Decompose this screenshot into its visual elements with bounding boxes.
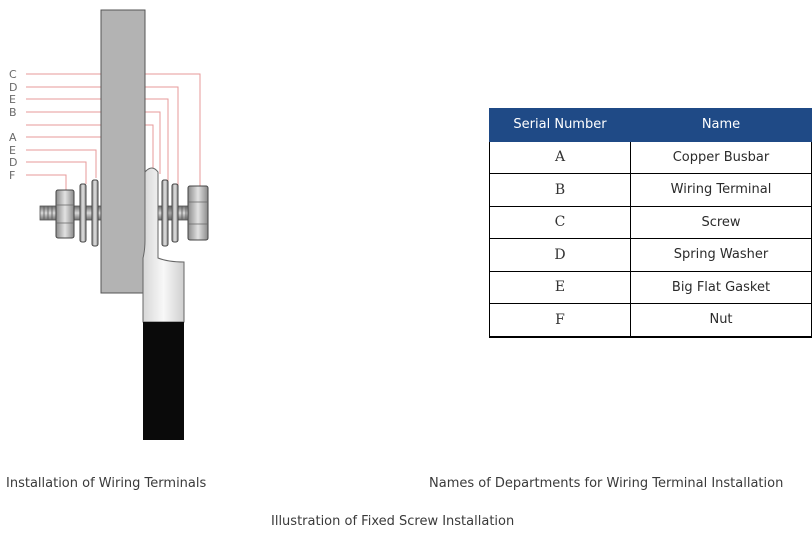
screw-head (187, 185, 209, 241)
header-name: Name (630, 108, 812, 142)
wiring-terminal (142, 167, 185, 323)
callout-letter-e: E (9, 93, 16, 106)
name-cell: Copper Busbar (630, 140, 812, 174)
table-row: D Spring Washer (489, 238, 812, 272)
leader-e-1 (26, 98, 169, 196)
callout-letter-d2: D (9, 156, 17, 169)
table-row: B Wiring Terminal (489, 173, 812, 207)
flat-gasket-left (91, 179, 99, 247)
name-cell: Screw (630, 205, 812, 239)
caption-bottom: Illustration of Fixed Screw Installation (271, 514, 515, 529)
left-hardware (55, 179, 99, 247)
callout-letter-f: F (9, 169, 15, 182)
leader-e-2 (26, 149, 97, 178)
right-hardware (161, 179, 209, 247)
leader-d-2 (26, 161, 87, 184)
callout-letters: C D E B A E D F (9, 68, 17, 182)
spring-washer-right (171, 183, 179, 243)
copper-busbar (100, 9, 146, 294)
table-row: C Screw (489, 205, 812, 239)
caption-left: Installation of Wiring Terminals (6, 476, 207, 491)
table-row: A Copper Busbar (489, 140, 812, 174)
leader-lines (26, 73, 201, 196)
leader-d-1 (26, 86, 179, 190)
caption-right: Names of Departments for Wiring Terminal… (429, 476, 784, 491)
callout-letter-a: A (9, 131, 17, 144)
name-cell: Nut (630, 303, 812, 338)
serial-cell: C (489, 205, 631, 239)
callout-letter-d: D (9, 81, 17, 94)
serial-cell: D (489, 238, 631, 272)
callout-letter-c: C (9, 68, 17, 81)
serial-cell: A (489, 140, 631, 174)
table-row: F Nut (489, 303, 812, 338)
leader-b2 (26, 124, 154, 178)
callout-letter-b: B (9, 106, 17, 119)
leader-c (26, 73, 201, 188)
leader-b (26, 111, 161, 174)
name-cell: Big Flat Gasket (630, 270, 812, 304)
header-serial-number: Serial Number (489, 108, 631, 142)
leader-f (26, 174, 67, 190)
nut-left (55, 189, 75, 239)
parts-table: Serial Number Name A Copper Busbar B Wir… (489, 108, 812, 338)
serial-cell: F (489, 303, 631, 338)
flat-gasket-right (161, 179, 169, 247)
table-row: E Big Flat Gasket (489, 270, 812, 304)
cable (143, 322, 184, 440)
name-cell: Wiring Terminal (630, 173, 812, 207)
callout-letter-e2: E (9, 144, 16, 157)
table-header-row: Serial Number Name (489, 108, 812, 142)
serial-cell: E (489, 270, 631, 304)
serial-cell: B (489, 173, 631, 207)
name-cell: Spring Washer (630, 238, 812, 272)
spring-washer-left (79, 183, 87, 243)
